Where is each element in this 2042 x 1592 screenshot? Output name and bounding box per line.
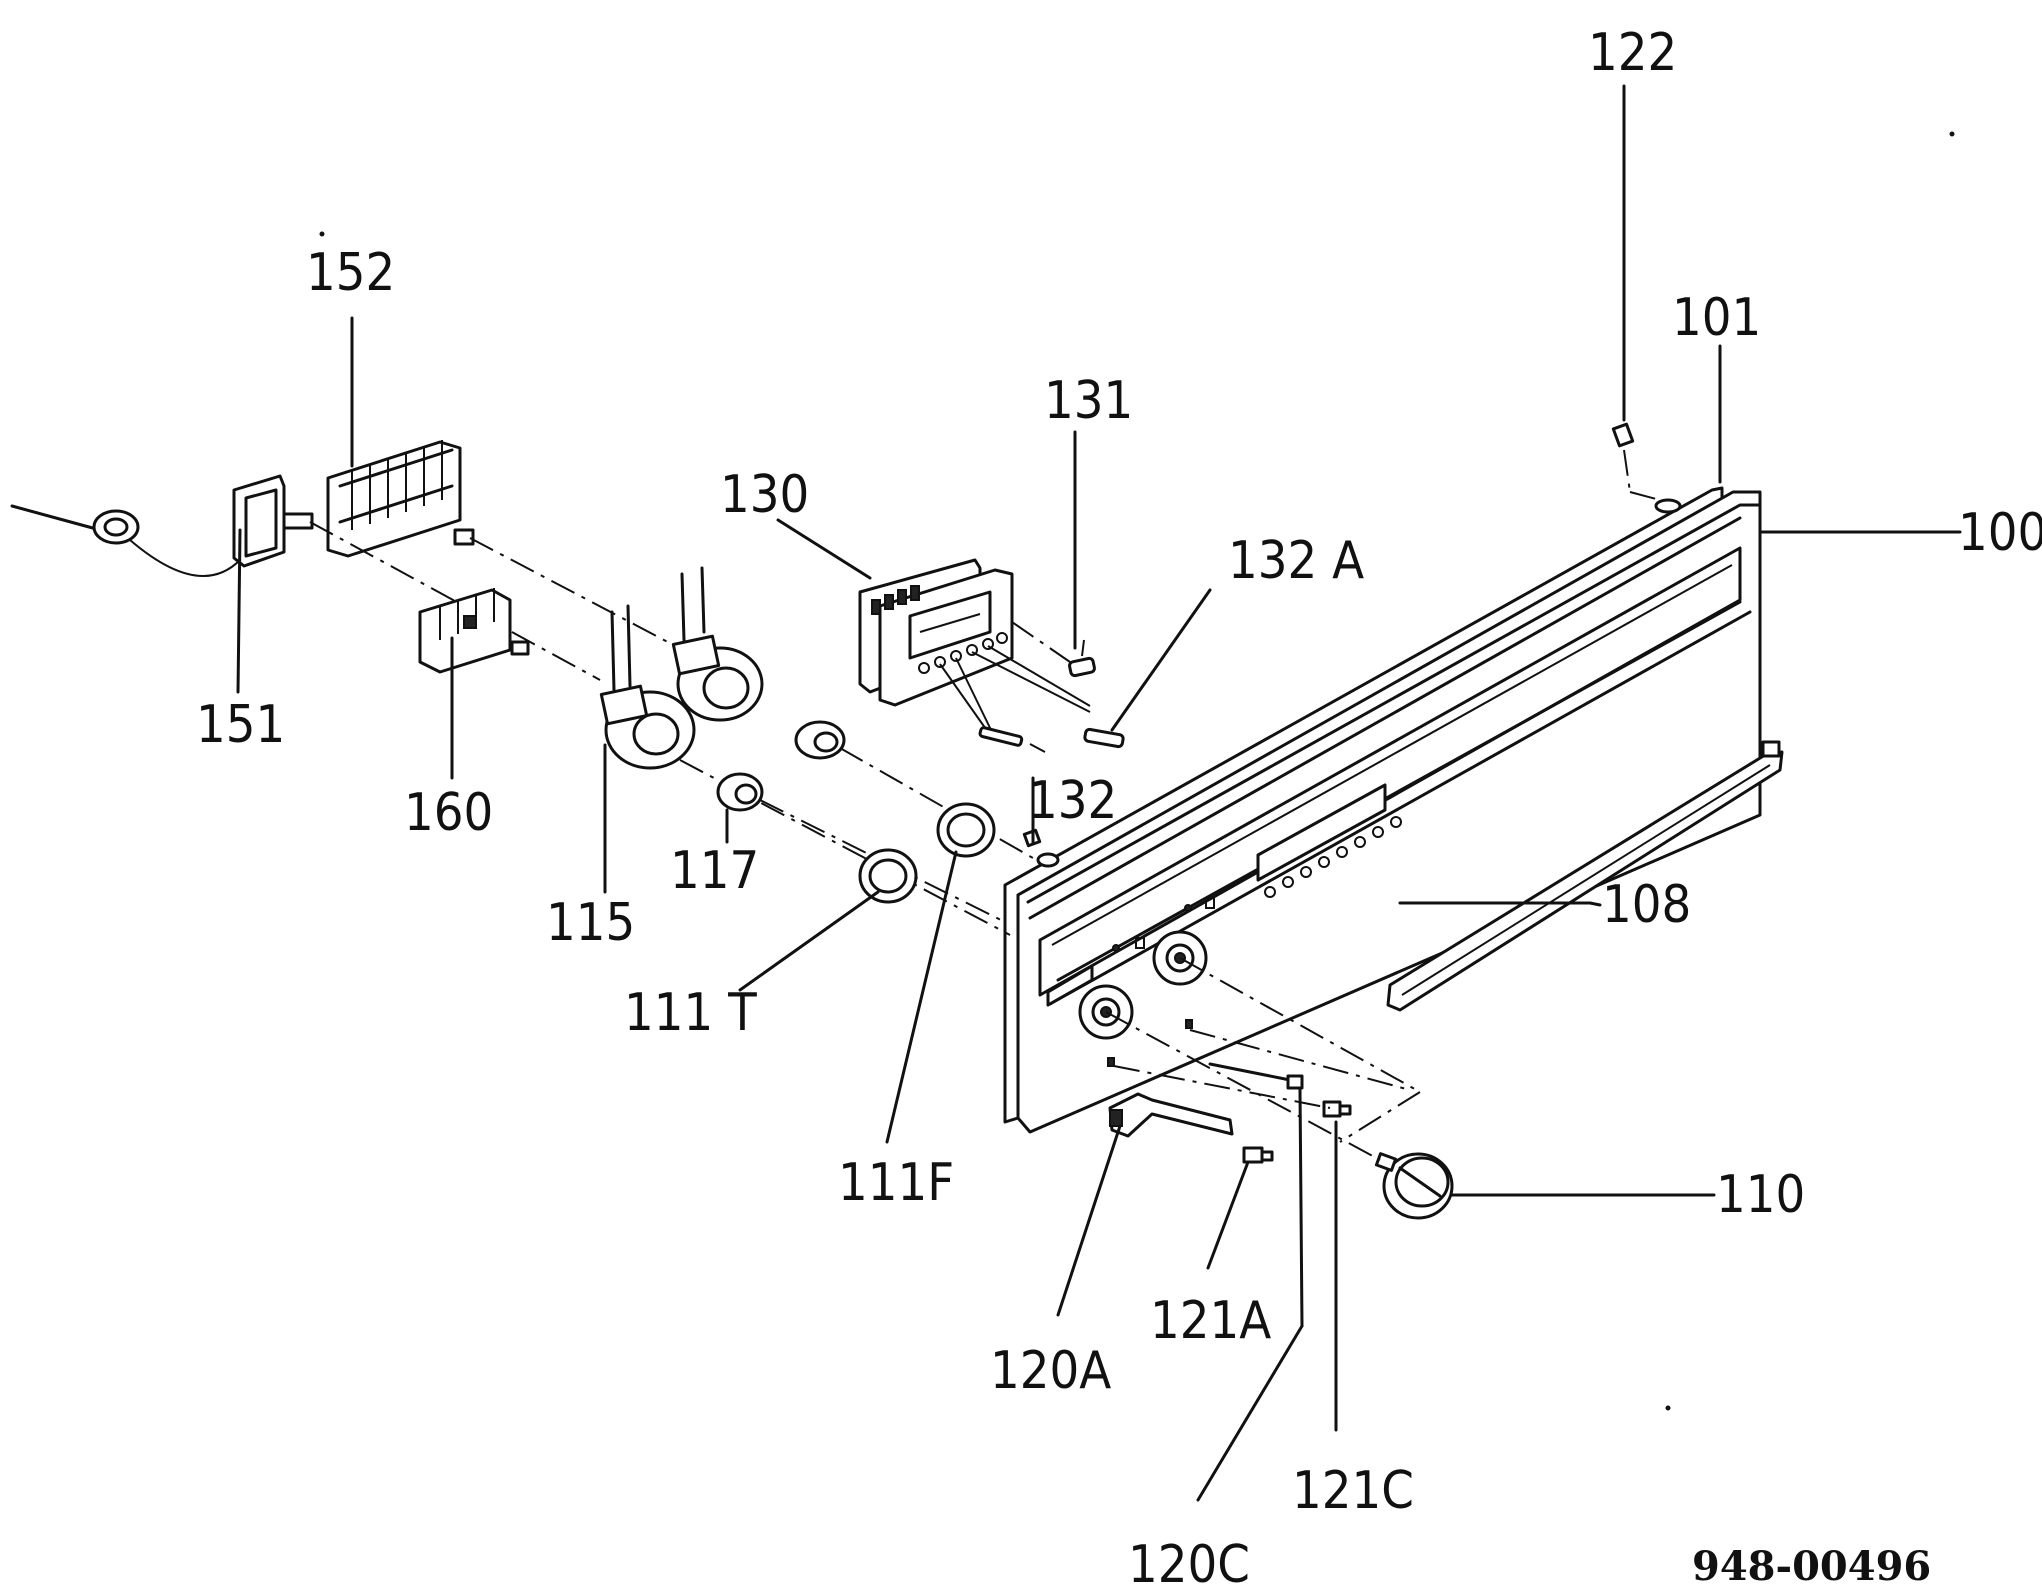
clip-121c xyxy=(1113,1029,1411,1118)
label-101: 101 xyxy=(1672,288,1761,348)
clip-121a xyxy=(1242,1146,1274,1164)
part-labels: 122 101 100 131 132 A 130 152 151 160 13… xyxy=(196,23,2042,1592)
label-110: 110 xyxy=(1716,1165,1805,1225)
spacer-117 xyxy=(716,720,1041,923)
label-120a: 120A xyxy=(990,1341,1111,1401)
knob-110 xyxy=(1105,957,1454,1220)
bracket-120a xyxy=(1108,1092,1234,1138)
label-132a: 132 A xyxy=(1228,531,1364,591)
screw-122 xyxy=(1611,422,1661,501)
label-120c: 120C xyxy=(1128,1535,1250,1592)
label-121a: 121A xyxy=(1150,1291,1271,1351)
bezel-ring-111f xyxy=(936,802,996,858)
trim-strip-108 xyxy=(1386,740,1784,1012)
leader-lines xyxy=(236,84,1962,1502)
timer-module-130 xyxy=(858,558,1091,733)
label-151: 151 xyxy=(196,695,285,755)
drawing-number: 948-00496 xyxy=(1692,1543,1931,1590)
bracket-120c xyxy=(1208,1062,1304,1090)
control-panel-100 xyxy=(1003,486,1762,1134)
label-111t: 111 T xyxy=(624,983,757,1043)
switch-152 xyxy=(326,440,741,681)
label-160: 160 xyxy=(404,783,493,843)
label-122: 122 xyxy=(1588,23,1677,83)
switch-160 xyxy=(418,588,530,674)
label-100: 100 xyxy=(1958,503,2042,563)
label-152: 152 xyxy=(306,243,395,303)
screw-132 xyxy=(978,726,1046,753)
thermostat-151 xyxy=(10,474,601,681)
label-115: 115 xyxy=(546,893,635,953)
label-130: 130 xyxy=(720,465,809,525)
screw-132a xyxy=(1083,727,1125,749)
bezel-ring-111t xyxy=(858,848,918,904)
label-132: 132 xyxy=(1028,771,1117,831)
label-108: 108 xyxy=(1602,875,1691,935)
screw-131 xyxy=(1068,639,1096,678)
label-111f: 111F xyxy=(838,1153,954,1213)
label-131: 131 xyxy=(1044,371,1133,431)
label-117: 117 xyxy=(670,841,759,901)
label-121c: 121C xyxy=(1292,1461,1414,1521)
